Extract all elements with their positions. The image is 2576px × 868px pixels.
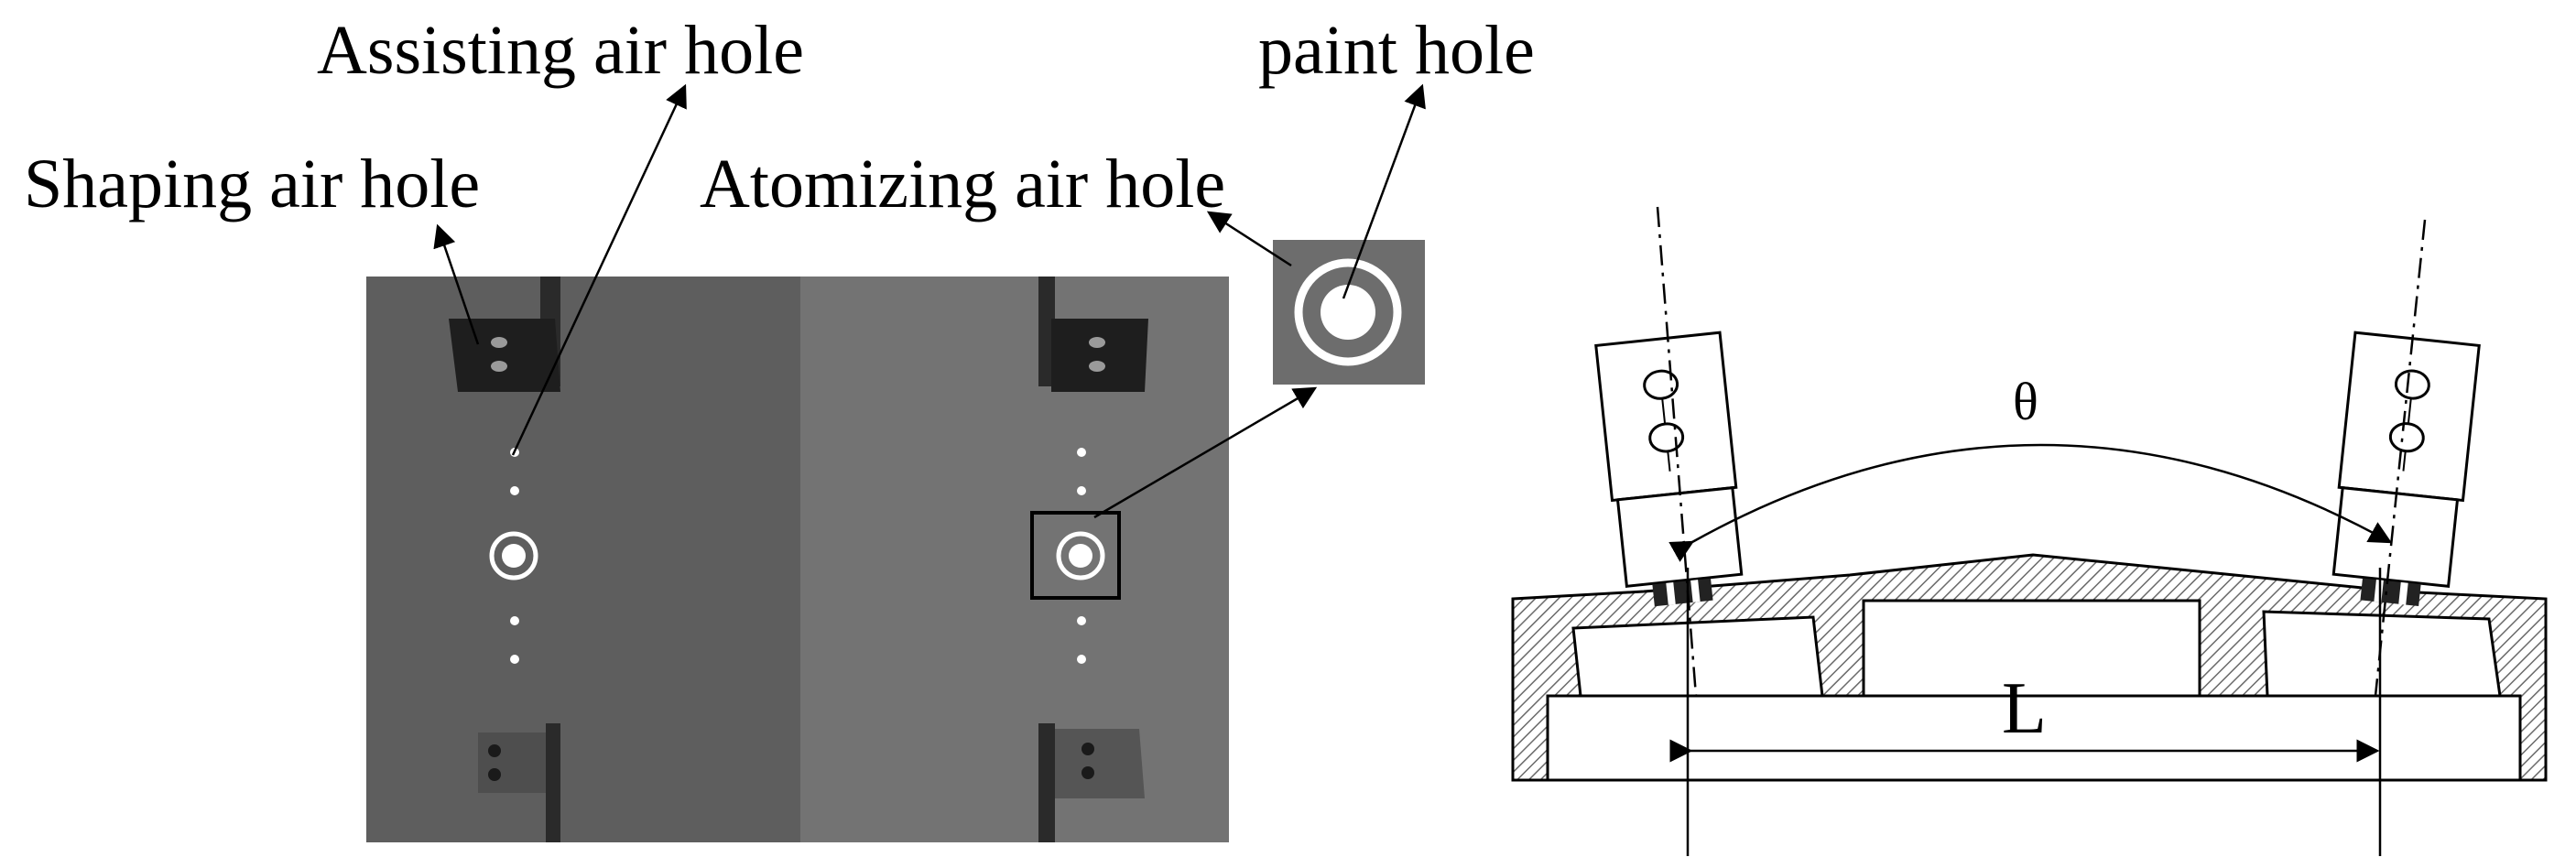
- assisting-air-holes-right: [1077, 448, 1086, 664]
- nozzle-head-left: [1594, 331, 1744, 607]
- shaping-air-block-bottom-right: [1055, 729, 1145, 798]
- panel-light-half: [800, 277, 1229, 842]
- angle-arc: [1668, 443, 2393, 562]
- assisting-air-hole-label: Assisting air hole: [317, 12, 804, 89]
- nozzle-head-right: [2331, 331, 2481, 607]
- leader-lines-left: [433, 83, 1426, 519]
- shaping-air-block-right: [1051, 319, 1148, 392]
- zoom-arrow: [1093, 386, 1318, 519]
- L-label: L: [2002, 668, 2047, 749]
- shaping-air-arrow: [433, 223, 480, 345]
- paint-hole-label: paint hole: [1258, 12, 1535, 89]
- panel-dark-half: [366, 277, 800, 842]
- cross-section-diagram: θ L: [1511, 206, 2548, 856]
- zoom-box: [1030, 511, 1121, 600]
- atomizing-air-arrow: [1206, 211, 1292, 267]
- axis-left: [1656, 206, 1698, 697]
- nozzle-face-photo: [366, 277, 1229, 842]
- zoom-inset: [1273, 240, 1425, 385]
- axis-right: [2374, 219, 2427, 697]
- theta-label: θ: [2013, 372, 2038, 431]
- paint-hole-right: [1030, 511, 1121, 600]
- paint-hole-arrow: [1342, 83, 1426, 299]
- paint-hole-left: [489, 531, 538, 580]
- assisting-air-arrow: [511, 83, 687, 456]
- shaping-air-block-left: [449, 319, 560, 392]
- shaping-air-block-bottom-left: [478, 732, 546, 793]
- shaping-air-hole-label: Shaping air hole: [24, 146, 480, 222]
- atomizing-air-hole-label: Atomizing air hole: [700, 146, 1225, 222]
